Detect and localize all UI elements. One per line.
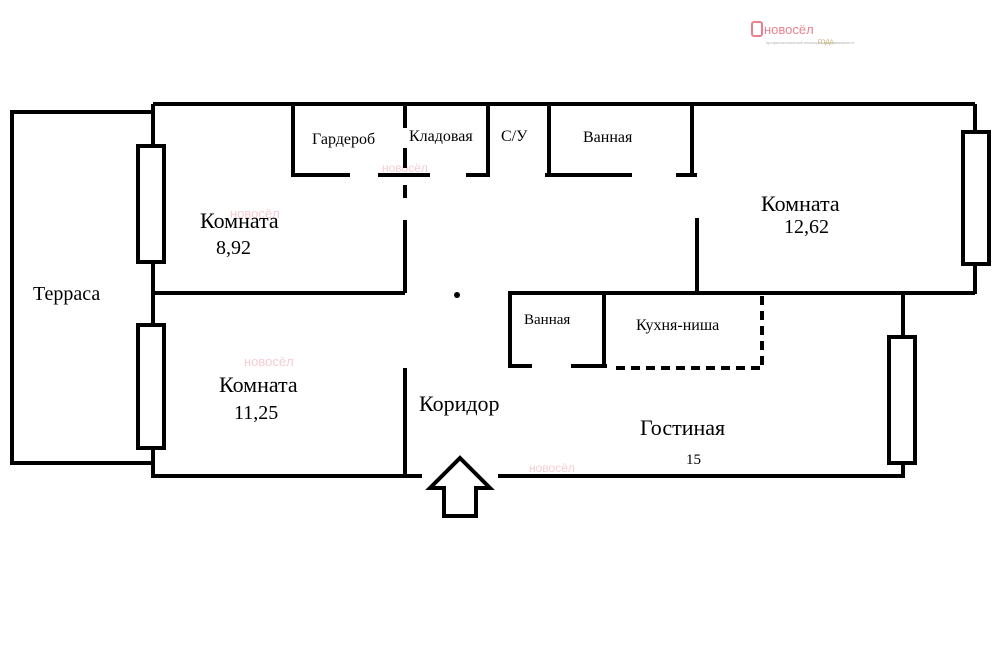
watermark-logo: новосёл	[230, 206, 280, 221]
watermark-brand: новосёл	[764, 22, 814, 37]
watermark-brand: новосёл	[529, 461, 575, 475]
room-left-top-area: 8,92	[216, 237, 251, 259]
room-right-area: 12,62	[784, 216, 829, 238]
watermark-brand: новосёл	[230, 206, 280, 221]
watermark-brand: новосёл	[244, 354, 294, 369]
watermark-logo-icon	[751, 21, 763, 37]
watermark-tagline: профессиональный помощник в недвижимости	[766, 40, 854, 45]
watermark-logo: новосёл	[244, 354, 294, 369]
room-left-top-name: Комната	[200, 208, 279, 233]
wardrobe-label: Гардероб	[312, 131, 375, 148]
kitchen-niche-boundary	[616, 296, 764, 370]
window	[136, 144, 166, 264]
corridor-label: Коридор	[419, 391, 500, 416]
storage-label: Кладовая	[409, 128, 473, 145]
window	[136, 323, 166, 450]
room-left-bottom-name: Комната	[219, 372, 298, 397]
watermark-badge: ГОДА	[818, 40, 834, 46]
entrance-arrow-icon	[425, 455, 495, 518]
room-right-name: Комната	[761, 191, 840, 216]
kitchen-niche-label: Кухня-ниша	[636, 317, 719, 334]
windows	[136, 130, 991, 465]
living-room-name: Гостиная	[640, 415, 725, 440]
watermark-logo: новосёл профессиональный помощник в недв…	[751, 21, 854, 46]
window	[961, 130, 991, 266]
corridor-marker	[454, 292, 460, 298]
watermark-logo: новосёл	[529, 461, 575, 475]
terrace-label: Терраса	[33, 283, 100, 305]
living-room-area: 15	[686, 452, 701, 468]
window	[887, 335, 917, 465]
bathroom-top-label: Ванная	[583, 129, 633, 146]
bathroom-bottom-label: Ванная	[524, 312, 570, 328]
wc-label: С/У	[501, 128, 528, 145]
room-left-bottom-area: 11,25	[234, 402, 278, 424]
